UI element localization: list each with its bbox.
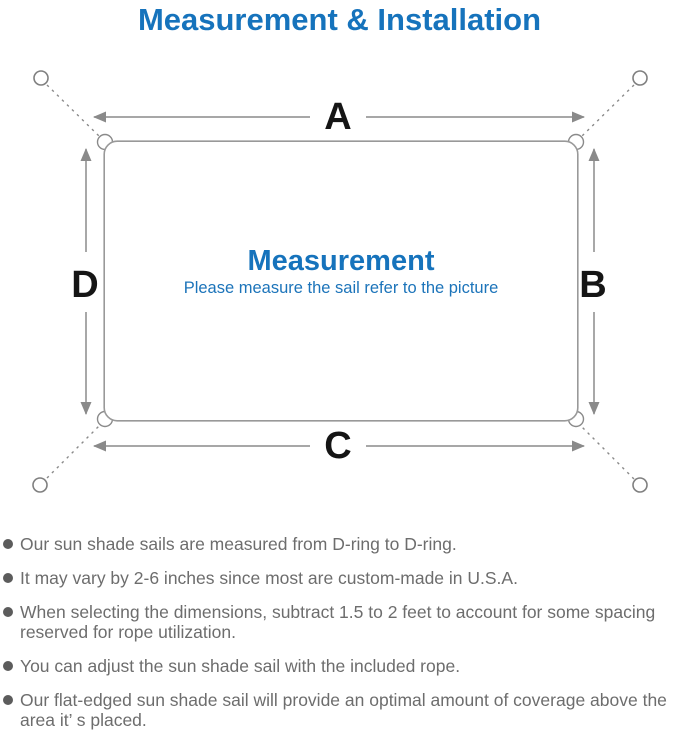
list-item: It may vary by 2-6 inches since most are… (3, 568, 675, 588)
bullet-text: Our flat-edged sun shade sail will provi… (20, 690, 667, 730)
bullet-text: Our sun shade sails are measured from D-… (20, 534, 457, 554)
bullet-dot-icon (3, 695, 13, 705)
side-label-a: A (324, 96, 351, 138)
side-label-b: B (579, 264, 606, 306)
list-item: You can adjust the sun shade sail with t… (3, 656, 675, 676)
bullet-text: When selecting the dimensions, subtract … (20, 602, 656, 642)
bullet-text: It may vary by 2-6 inches since most are… (20, 568, 518, 588)
bullet-dot-icon (3, 573, 13, 583)
list-item: When selecting the dimensions, subtract … (3, 602, 675, 642)
anchor-ring-icon-top-right (632, 70, 648, 86)
bullet-list: Our sun shade sails are measured from D-… (3, 534, 675, 739)
rope-dash-top-right (580, 84, 635, 138)
anchor-ring-icon-top-left (33, 70, 49, 86)
diagram-subtitle: Please measure the sail refer to the pic… (184, 279, 499, 297)
side-label-d: D (71, 264, 98, 306)
sail-outline (103, 140, 579, 422)
bullet-dot-icon (3, 539, 13, 549)
side-label-c: C (324, 425, 351, 467)
rope-dash-bottom-left (46, 424, 101, 479)
measurement-diagram: A B C D Measurement Please measure the s… (32, 70, 648, 493)
bullet-text: You can adjust the sun shade sail with t… (20, 656, 461, 676)
diagram-title: Measurement (248, 245, 435, 277)
bullet-dot-icon (3, 607, 13, 617)
anchor-ring-icon-bottom-right (632, 477, 648, 493)
bullet-dot-icon (3, 661, 13, 671)
rope-dash-bottom-right (580, 425, 635, 480)
anchor-ring-icon-bottom-left (32, 477, 48, 493)
list-item: Our flat-edged sun shade sail will provi… (3, 690, 675, 730)
list-item: Our sun shade sails are measured from D-… (3, 534, 675, 554)
page-title: Measurement & Installation (137, 2, 542, 37)
rope-dash-top-left (46, 84, 101, 138)
